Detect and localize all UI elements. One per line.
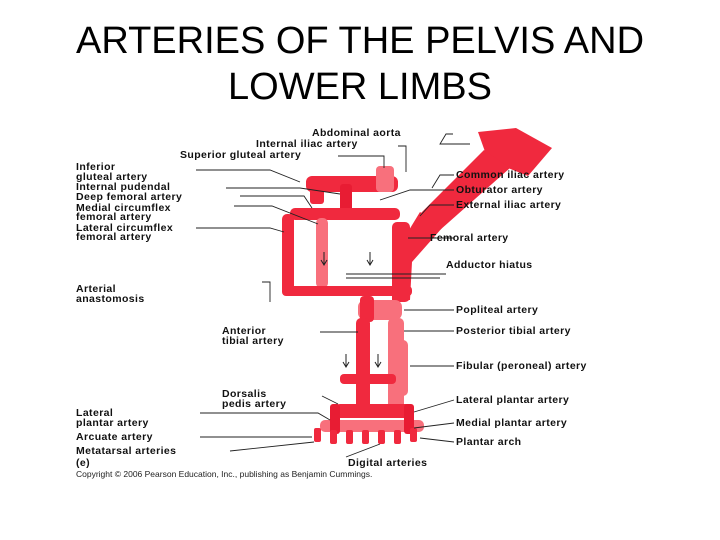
dorsalis-pedis-shape: [334, 404, 414, 418]
label-external-iliac: External iliac artery: [456, 199, 561, 211]
label-lateral-plantar-left-2: plantar artery: [76, 417, 149, 429]
label-anterior-tibial-1: Anterior: [222, 325, 266, 337]
label-dorsalis-pedis-1: Dorsalis: [222, 388, 267, 400]
femoral-artery-shape: [392, 222, 410, 302]
label-abdominal-aorta: Abdominal aorta: [312, 127, 401, 139]
label-medial-plantar: Medial plantar artery: [456, 417, 567, 429]
label-inferior-gluteal-1: Inferior: [76, 161, 115, 173]
label-lateral-circumflex-2: femoral artery: [76, 231, 152, 243]
lateral-plantar-shape: [330, 404, 340, 434]
label-obturator: Obturator artery: [456, 184, 543, 196]
labels: Abdominal aorta Internal iliac artery Su…: [76, 127, 587, 479]
anterior-tibial-shape: [356, 318, 370, 412]
label-lateral-circumflex-1: Lateral circumflex: [76, 222, 173, 234]
label-metatarsal-1: Metatarsal arteries: [76, 445, 176, 457]
label-lateral-plantar-right: Lateral plantar artery: [456, 394, 569, 406]
slide-title: ARTERIES OF THE PELVIS AND LOWER LIMBS: [0, 18, 720, 110]
superior-gluteal-shape: [376, 166, 394, 192]
leader-lines: [196, 133, 470, 458]
label-inferior-gluteal-2: gluteal artery: [76, 171, 148, 183]
label-superior-gluteal: Superior gluteal artery: [180, 149, 301, 161]
popliteal-branch-left: [360, 296, 374, 322]
label-anastomosis-1: Arterial: [76, 283, 116, 295]
label-medial-circumflex-2: femoral artery: [76, 211, 152, 223]
label-popliteal: Popliteal artery: [456, 304, 538, 316]
ankle-connector-shape: [340, 374, 396, 384]
artery-illustration: [282, 128, 552, 444]
label-adductor-hiatus: Adductor hiatus: [446, 259, 533, 271]
label-medial-circumflex-1: Medial circumflex: [76, 202, 171, 214]
fibular-artery-shape: [396, 340, 408, 396]
title-line-2: LOWER LIMBS: [228, 66, 492, 108]
lateral-circumflex-shape: [282, 214, 294, 294]
inferior-gluteal-shape: [310, 184, 324, 204]
label-fibular: Fibular (peroneal) artery: [456, 360, 587, 372]
medial-plantar-shape: [404, 404, 414, 434]
label-arcuate: Arcuate artery: [76, 431, 153, 443]
digital-arteries-shapes: [314, 428, 417, 444]
internal-pudendal-shape: [340, 184, 352, 212]
anastomosis-loop-shape: [282, 286, 412, 296]
label-dorsalis-pedis-2: pedis artery: [222, 398, 286, 410]
flow-arrows: [320, 252, 382, 368]
abdominal-aorta-shape: [478, 128, 552, 176]
label-posterior-tibial: Posterior tibial artery: [456, 325, 571, 337]
label-internal-pudendal: Internal pudendal: [76, 181, 170, 193]
title-line-1: ARTERIES OF THE PELVIS AND: [75, 20, 645, 62]
medial-circumflex-shape: [316, 218, 328, 288]
common-iliac-shape: [420, 150, 510, 230]
label-common-iliac: Common iliac artery: [456, 169, 565, 181]
label-plantar-arch: Plantar arch: [456, 436, 522, 448]
deep-femoral-loop-top: [290, 208, 400, 220]
label-metatarsal-2: (e): [76, 457, 90, 469]
label-anastomosis-2: anastomosis: [76, 293, 145, 305]
label-anterior-tibial-2: tibial artery: [222, 335, 284, 347]
label-deep-femoral: Deep femoral artery: [76, 191, 182, 203]
label-femoral: Femoral artery: [430, 232, 509, 244]
copyright-notice: Copyright © 2006 Pearson Education, Inc.…: [76, 469, 372, 479]
label-lateral-plantar-left-1: Lateral: [76, 407, 113, 419]
plantar-arch-shape: [320, 420, 424, 432]
label-digital: Digital arteries: [348, 457, 427, 469]
internal-iliac-shape: [306, 176, 398, 192]
label-internal-iliac: Internal iliac artery: [256, 138, 358, 150]
